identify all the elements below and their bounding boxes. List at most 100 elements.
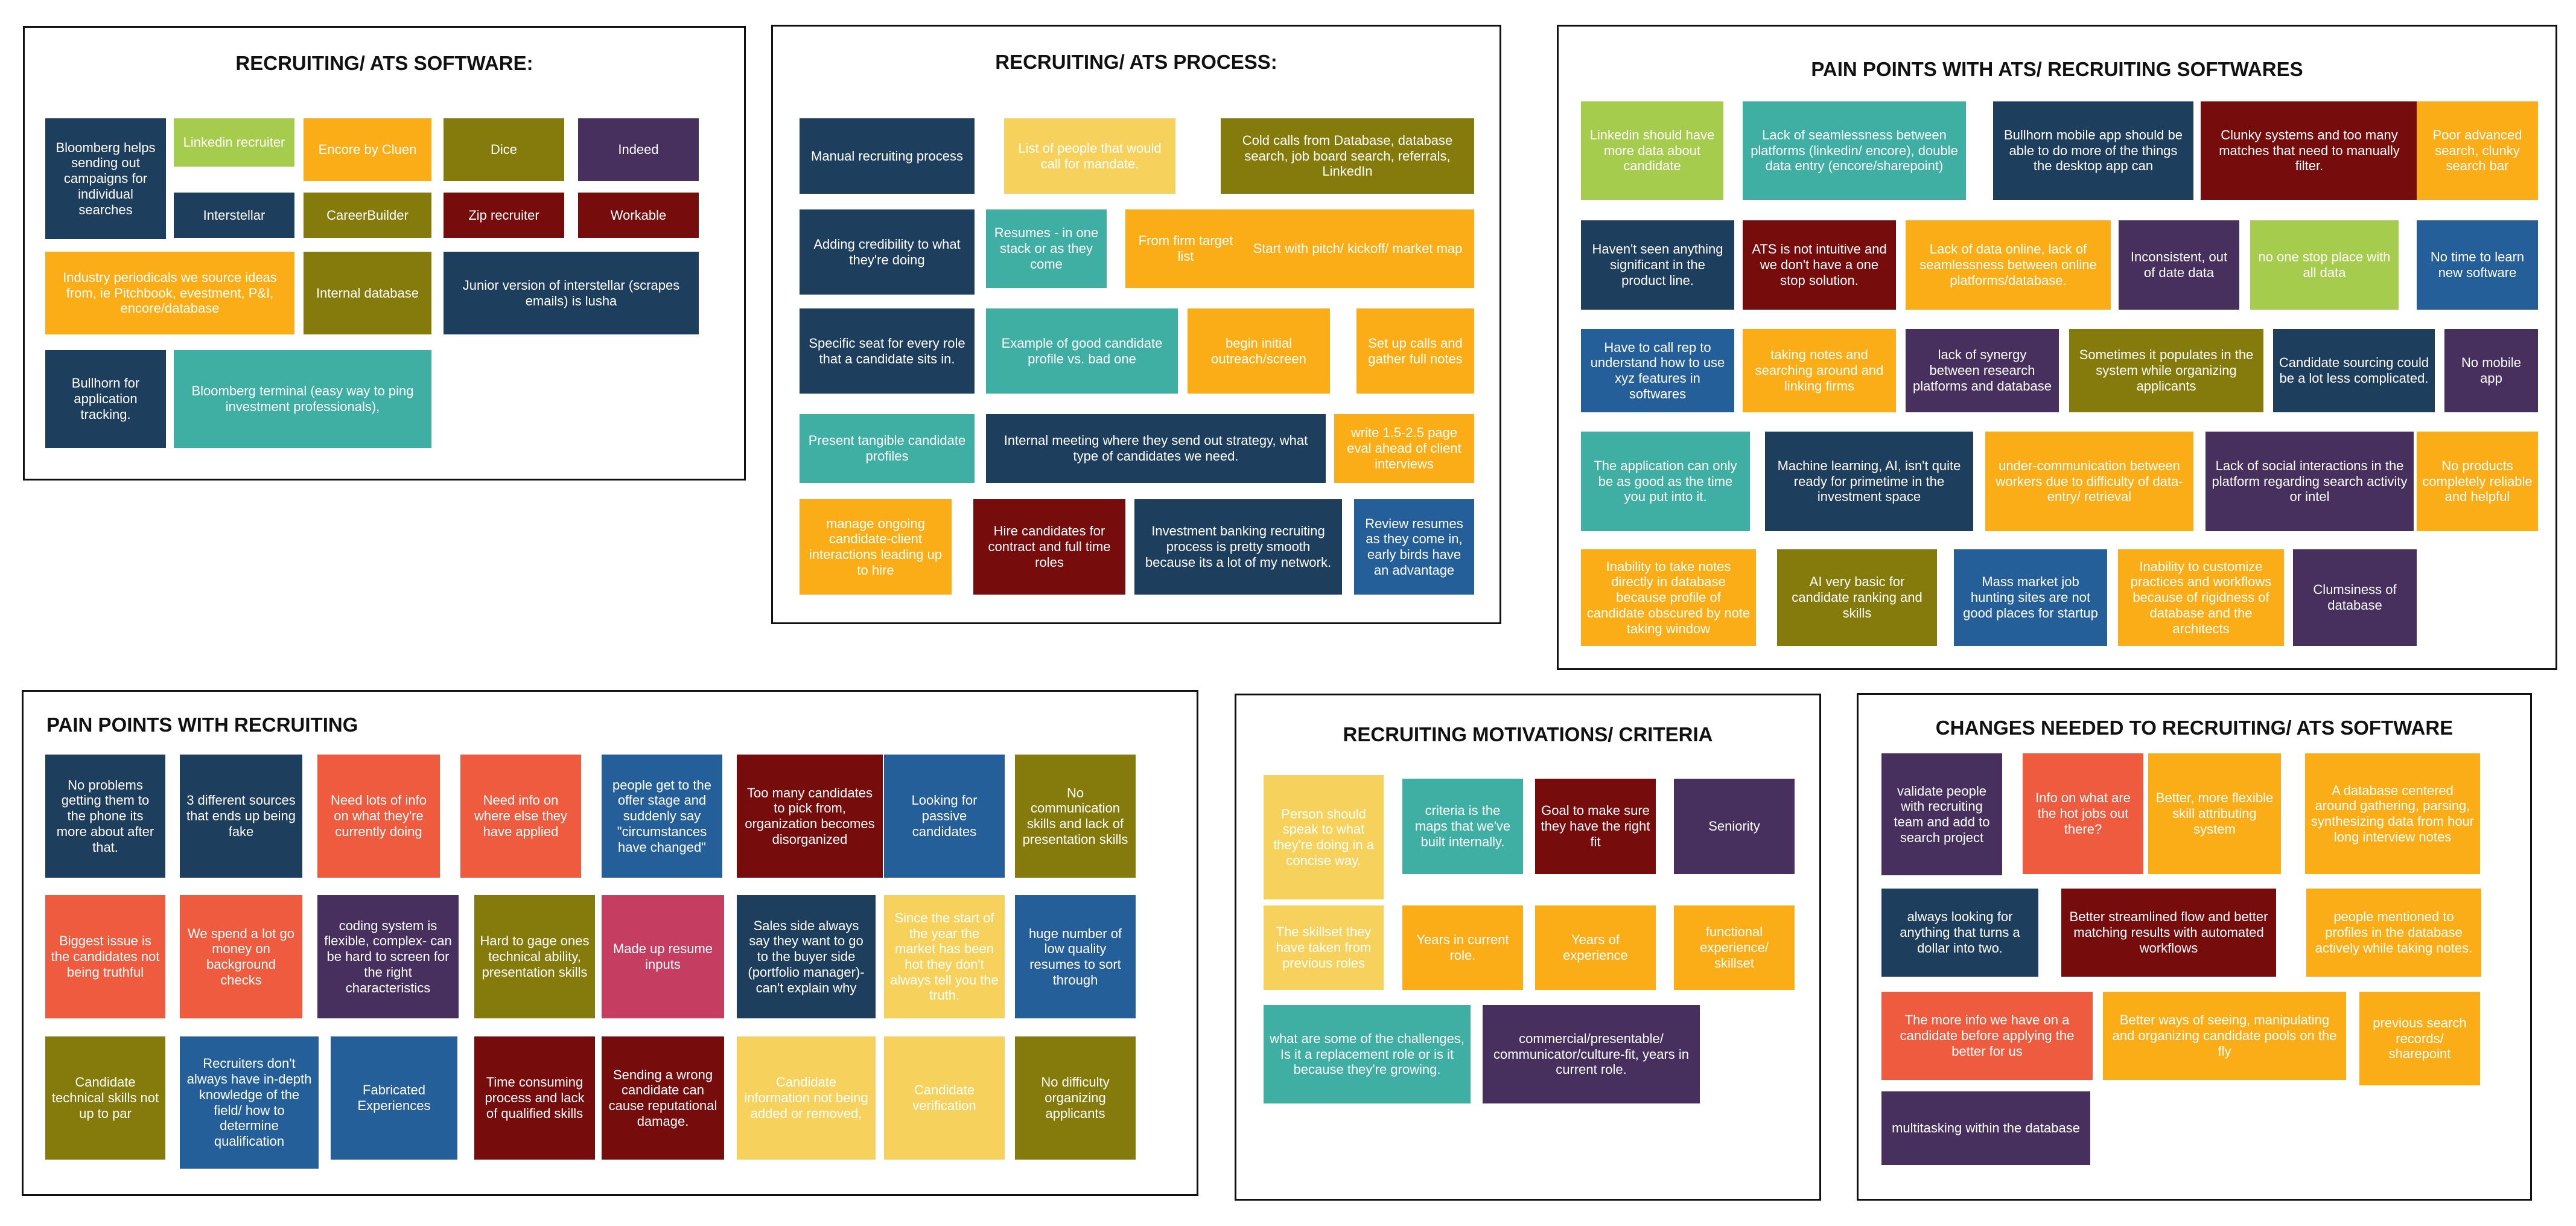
sticky-note: no one stop place with all data (2250, 220, 2399, 310)
sticky-note: Biggest issue is the candidates not bein… (45, 895, 165, 1018)
sticky-note: Have to call rep to understand how to us… (1581, 329, 1734, 412)
sticky-note: Manual recruiting process (800, 118, 975, 194)
sticky-note: commercial/presentable/ communicator/cul… (1483, 1005, 1700, 1103)
sticky-note: Haven't seen anything significant in the… (1581, 220, 1734, 310)
sticky-note: Better ways of seeing, manipulating and … (2103, 992, 2346, 1080)
sticky-note: validate people with recruiting team and… (1881, 753, 2002, 875)
sticky-note: We spend a lot go money on background ch… (180, 895, 302, 1018)
panel-title: PAIN POINTS WITH ATS/ RECRUITING SOFTWAR… (1811, 58, 2303, 80)
sticky-note: Since the start of the year the market h… (884, 895, 1005, 1018)
sticky-note: people get to the offer stage and sudden… (602, 755, 722, 878)
sticky-note: Resumes - in one stack or as they come (986, 209, 1107, 288)
sticky-note: Inability to customize practices and wor… (2118, 549, 2284, 646)
sticky-note: Years of experience (1535, 905, 1656, 990)
sticky-note: No products completely reliable and help… (2417, 432, 2538, 531)
sticky-note: Dice (444, 118, 564, 181)
sticky-note: Better streamlined flow and better match… (2061, 889, 2276, 977)
sticky-note: No mobile app (2444, 329, 2538, 412)
panel-title: RECRUITING/ ATS SOFTWARE: (235, 52, 533, 74)
sticky-note: Machine learning, AI, isn't quite ready … (1765, 432, 1973, 531)
sticky-note: criteria is the maps that we've built in… (1402, 779, 1523, 874)
sticky-note: Bullhorn for application tracking. (45, 350, 166, 448)
sticky-note: Investment banking recruiting process is… (1134, 499, 1342, 595)
panel-title: RECRUITING/ ATS PROCESS: (995, 51, 1277, 73)
sticky-note: Candidate technical skills not up to par (45, 1036, 165, 1160)
sticky-note: Encore by Cluen (304, 118, 431, 181)
sticky-note: From firm target list (1125, 209, 1246, 288)
sticky-note: what are some of the challenges, Is it a… (1264, 1005, 1471, 1103)
sticky-note: Goal to make sure they have the right fi… (1535, 779, 1656, 874)
sticky-note: Need info on where else they have applie… (460, 755, 581, 878)
sticky-note: Review resumes as they come in, early bi… (1354, 499, 1474, 595)
sticky-note: Indeed (578, 118, 699, 181)
sticky-note: under-communication between workers due … (1985, 432, 2193, 531)
sticky-note: Cold calls from Database, database searc… (1221, 118, 1474, 194)
sticky-note: previous search records/ sharepoint (2359, 992, 2480, 1085)
panel-title: RECRUITING MOTIVATIONS/ CRITERIA (1343, 723, 1713, 745)
sticky-note: Zip recruiter (444, 193, 564, 238)
sticky-note: Inability to take notes directly in data… (1581, 549, 1756, 646)
sticky-note: The application can only be as good as t… (1581, 432, 1750, 531)
sticky-note: write 1.5-2.5 page eval ahead of client … (1334, 414, 1474, 483)
sticky-note: Hard to gage ones technical ability, pre… (474, 895, 595, 1018)
sticky-note: Clunky systems and too many matches that… (2201, 101, 2418, 200)
sticky-note: A database centered around gathering, pa… (2305, 753, 2480, 874)
sticky-note: Info on what are the hot jobs out there? (2023, 753, 2143, 874)
sticky-note: always looking for anything that turns a… (1881, 889, 2038, 977)
sticky-note: Sometimes it populates in the system whi… (2069, 329, 2263, 412)
sticky-note: No difficulty organizing applicants (1015, 1036, 1136, 1160)
sticky-note: No communication skills and lack of pres… (1015, 755, 1136, 878)
sticky-note: Interstellar (174, 193, 294, 238)
sticky-note: Candidate sourcing could be a lot less c… (2273, 329, 2435, 412)
sticky-note: Bullhorn mobile app should be able to do… (1993, 101, 2193, 200)
sticky-note: Present tangible candidate profiles (800, 414, 975, 483)
sticky-note: Clumsiness of database (2293, 549, 2417, 646)
sticky-note: Made up resume inputs (602, 895, 724, 1018)
sticky-note: CareerBuilder (304, 193, 431, 238)
sticky-note: functional experience/ skillset (1674, 905, 1795, 990)
panel-title: CHANGES NEEDED TO RECRUITING/ ATS SOFTWA… (1935, 717, 2454, 739)
sticky-note: Bloomberg terminal (easy way to ping inv… (174, 350, 431, 448)
sticky-note: Hire candidates for contract and full ti… (973, 499, 1125, 595)
sticky-note: Candidate verification (884, 1036, 1005, 1160)
sticky-note: huge number of low quality resumes to so… (1015, 895, 1136, 1018)
sticky-note: Time consuming process and lack of quali… (474, 1036, 595, 1160)
sticky-note: manage ongoing candidate-client interact… (800, 499, 952, 595)
sticky-note: begin initial outreach/screen (1188, 308, 1330, 394)
sticky-note: No time to learn new software (2417, 220, 2538, 310)
sticky-note: Seniority (1674, 779, 1795, 874)
sticky-note: AI very basic for candidate ranking and … (1777, 549, 1937, 646)
sticky-note: The more info we have on a candidate bef… (1881, 992, 2093, 1080)
sticky-note: people mentioned to profiles in the data… (2306, 889, 2481, 977)
sticky-note: Example of good candidate profile vs. ba… (986, 308, 1178, 394)
sticky-note: Sales side always say they want to go to… (737, 895, 876, 1018)
sticky-note: Internal meeting where they send out str… (986, 414, 1326, 483)
sticky-note: Too many candidates to pick from, organi… (737, 755, 883, 878)
sticky-note: Need lots of info on what they're curren… (317, 755, 440, 878)
sticky-note: Bloomberg helps sending out campaigns fo… (45, 118, 166, 239)
sticky-note: Better, more flexible skill attributing … (2148, 753, 2281, 874)
sticky-note: Workable (578, 193, 699, 238)
sticky-note: Sending a wrong candidate can cause repu… (602, 1036, 724, 1160)
sticky-note: Lack of data online, lack of seamlessnes… (1906, 220, 2111, 310)
sticky-note: Recruiters don't always have in-depth kn… (180, 1036, 319, 1169)
sticky-note: Lack of seamlessness between platforms (… (1743, 101, 1966, 200)
sticky-note: Linkedin should have more data about can… (1581, 101, 1723, 200)
panel-title: PAIN POINTS WITH RECRUITING (46, 714, 358, 736)
sticky-note: Set up calls and gather full notes (1356, 308, 1474, 394)
sticky-note: Fabricated Experiences (331, 1036, 457, 1160)
sticky-note: Lack of social interactions in the platf… (2206, 432, 2414, 531)
sticky-note: No problems getting them to the phone it… (45, 755, 165, 878)
sticky-note: Candidate information not being added or… (737, 1036, 876, 1160)
sticky-note: Start with pitch/ kickoff/ market map (1241, 209, 1474, 288)
sticky-note: Person should speak to what they're doin… (1264, 775, 1384, 899)
sticky-note: lack of synergy between research platfor… (1906, 329, 2059, 412)
sticky-note: Specific seat for every role that a cand… (800, 308, 975, 394)
sticky-note: Years in current role. (1402, 905, 1523, 990)
sticky-note: Junior version of interstellar (scrapes … (444, 252, 699, 334)
sticky-note: Adding credibility to what they're doing (800, 209, 975, 295)
sticky-note: 3 different sources that ends up being f… (180, 755, 302, 878)
sticky-note: List of people that would call for manda… (1004, 118, 1175, 194)
sticky-note: Looking for passive candidates (884, 755, 1005, 878)
sticky-note: Internal database (304, 252, 431, 334)
